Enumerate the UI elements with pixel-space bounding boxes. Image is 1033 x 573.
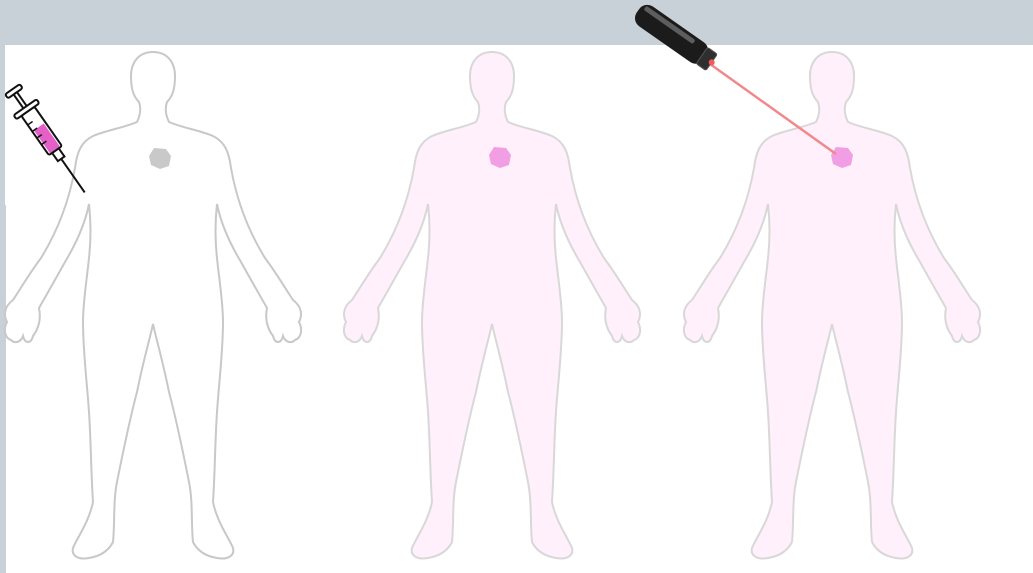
figure-2-body [344, 52, 640, 559]
figure-3-body [684, 52, 980, 559]
laser-pointer-icon [631, 1, 721, 74]
